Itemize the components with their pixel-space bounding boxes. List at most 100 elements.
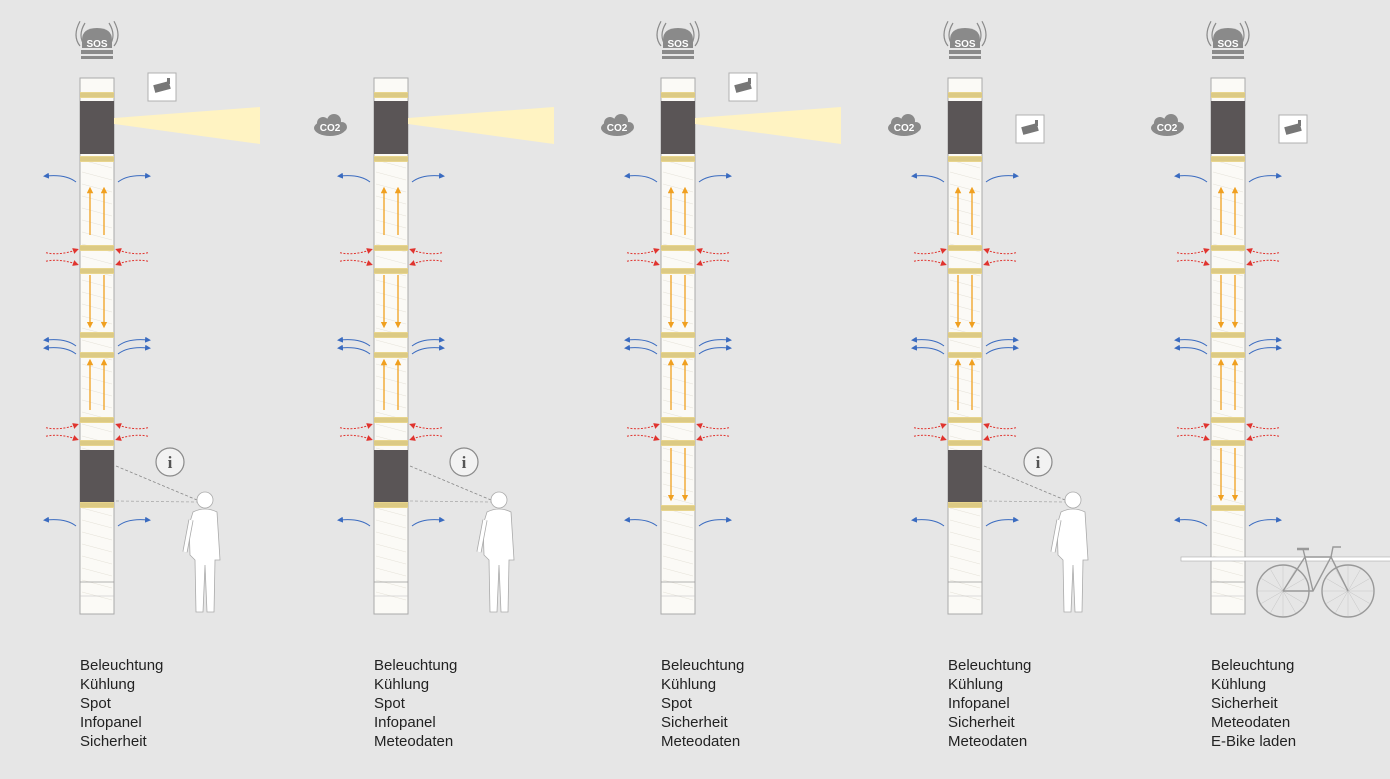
pole-body (373, 77, 409, 615)
air-in-arrow (45, 423, 79, 430)
yellow-band (948, 502, 982, 508)
sight-line (115, 465, 198, 501)
pole-icon (79, 77, 115, 615)
air-out-arrow (117, 172, 151, 183)
yellow-band (1211, 92, 1245, 98)
yellow-band (1211, 332, 1245, 338)
lamp-panel (80, 101, 114, 154)
air-out-arrow (624, 336, 658, 347)
co2-cloud-icon: CO2 (601, 114, 634, 136)
pole-body (947, 77, 983, 615)
air-out-arrow (985, 172, 1019, 183)
air-in-arrow (913, 259, 947, 266)
air-in-arrow (339, 259, 373, 266)
yellow-band (1211, 417, 1245, 423)
yellow-band (661, 268, 695, 274)
info-display (80, 450, 114, 502)
person-icon (409, 465, 515, 613)
air-in-arrow (1246, 423, 1280, 430)
air-in-arrow (1176, 259, 1210, 266)
air-out-arrow (698, 172, 732, 183)
air-out-arrow (1248, 344, 1282, 355)
sos-text: SOS (667, 39, 688, 50)
yellow-band (80, 92, 114, 98)
spotlight-beam (114, 107, 260, 144)
bike-rack (1180, 556, 1390, 562)
air-in-arrow (339, 423, 373, 430)
pole-5: SOS CO2 (1151, 20, 1390, 618)
air-out-arrow (117, 336, 151, 347)
air-out-arrow (411, 172, 445, 183)
air-in-arrow (913, 434, 947, 441)
feature-label: Spot (80, 695, 111, 712)
air-in-arrow (983, 259, 1017, 266)
pole-1: SOS i (43, 20, 260, 615)
sight-line (983, 500, 1066, 503)
yellow-band (1211, 440, 1245, 446)
feature-label: Meteodaten (948, 733, 1028, 750)
co2-cloud-icon: CO2 (1151, 114, 1184, 136)
yellow-band (80, 502, 114, 508)
air-out-arrow (985, 344, 1019, 355)
yellow-band (1211, 245, 1245, 251)
air-in-arrow (45, 434, 79, 441)
air-in-arrow (115, 259, 149, 266)
yellow-band (661, 440, 695, 446)
air-in-arrow (115, 248, 149, 255)
yellow-band (661, 332, 695, 338)
sos-siren-icon: SOS (75, 20, 119, 59)
co2-text: CO2 (607, 123, 628, 134)
sight-line (115, 500, 198, 503)
co2-cloud-icon: CO2 (888, 114, 921, 136)
yellow-band (80, 440, 114, 446)
feature-label: Sicherheit (661, 714, 728, 731)
air-out-arrow (911, 516, 945, 527)
air-in-arrow (696, 434, 730, 441)
yellow-band (374, 440, 408, 446)
camera-icon (728, 72, 758, 102)
feature-label: Spot (661, 695, 692, 712)
sight-line (409, 500, 492, 503)
info-icon: i (449, 447, 479, 477)
air-in-arrow (913, 248, 947, 255)
spotlight-beam (408, 107, 554, 144)
yellow-band (661, 156, 695, 162)
yellow-band (80, 268, 114, 274)
air-out-arrow (1248, 336, 1282, 347)
air-out-arrow (337, 344, 371, 355)
co2-text: CO2 (1157, 123, 1178, 134)
air-in-arrow (115, 423, 149, 430)
air-in-arrow (339, 434, 373, 441)
sos-text: SOS (954, 39, 975, 50)
feature-label: Kühlung (661, 676, 717, 693)
pole-body (1210, 77, 1246, 615)
feature-label: Kühlung (1211, 676, 1267, 693)
yellow-band (1211, 352, 1245, 358)
feature-label: Sicherheit (1211, 695, 1278, 712)
air-out-arrow (985, 336, 1019, 347)
yellow-band (80, 332, 114, 338)
feature-label: E-Bike laden (1211, 733, 1297, 750)
feature-label: Meteodaten (1211, 714, 1291, 731)
pole-icon (373, 77, 409, 615)
camera-icon (1278, 114, 1308, 144)
yellow-band (948, 417, 982, 423)
lamp-panel (948, 101, 982, 154)
air-out-arrow (43, 336, 77, 347)
sos-siren-icon: SOS (1206, 20, 1250, 59)
air-in-arrow (696, 248, 730, 255)
feature-label: Spot (374, 695, 405, 712)
yellow-band (374, 352, 408, 358)
sight-line (983, 465, 1066, 501)
air-out-arrow (1174, 172, 1208, 183)
feature-label: Sicherheit (948, 714, 1015, 731)
air-out-arrow (911, 172, 945, 183)
info-icon: i (155, 447, 185, 477)
